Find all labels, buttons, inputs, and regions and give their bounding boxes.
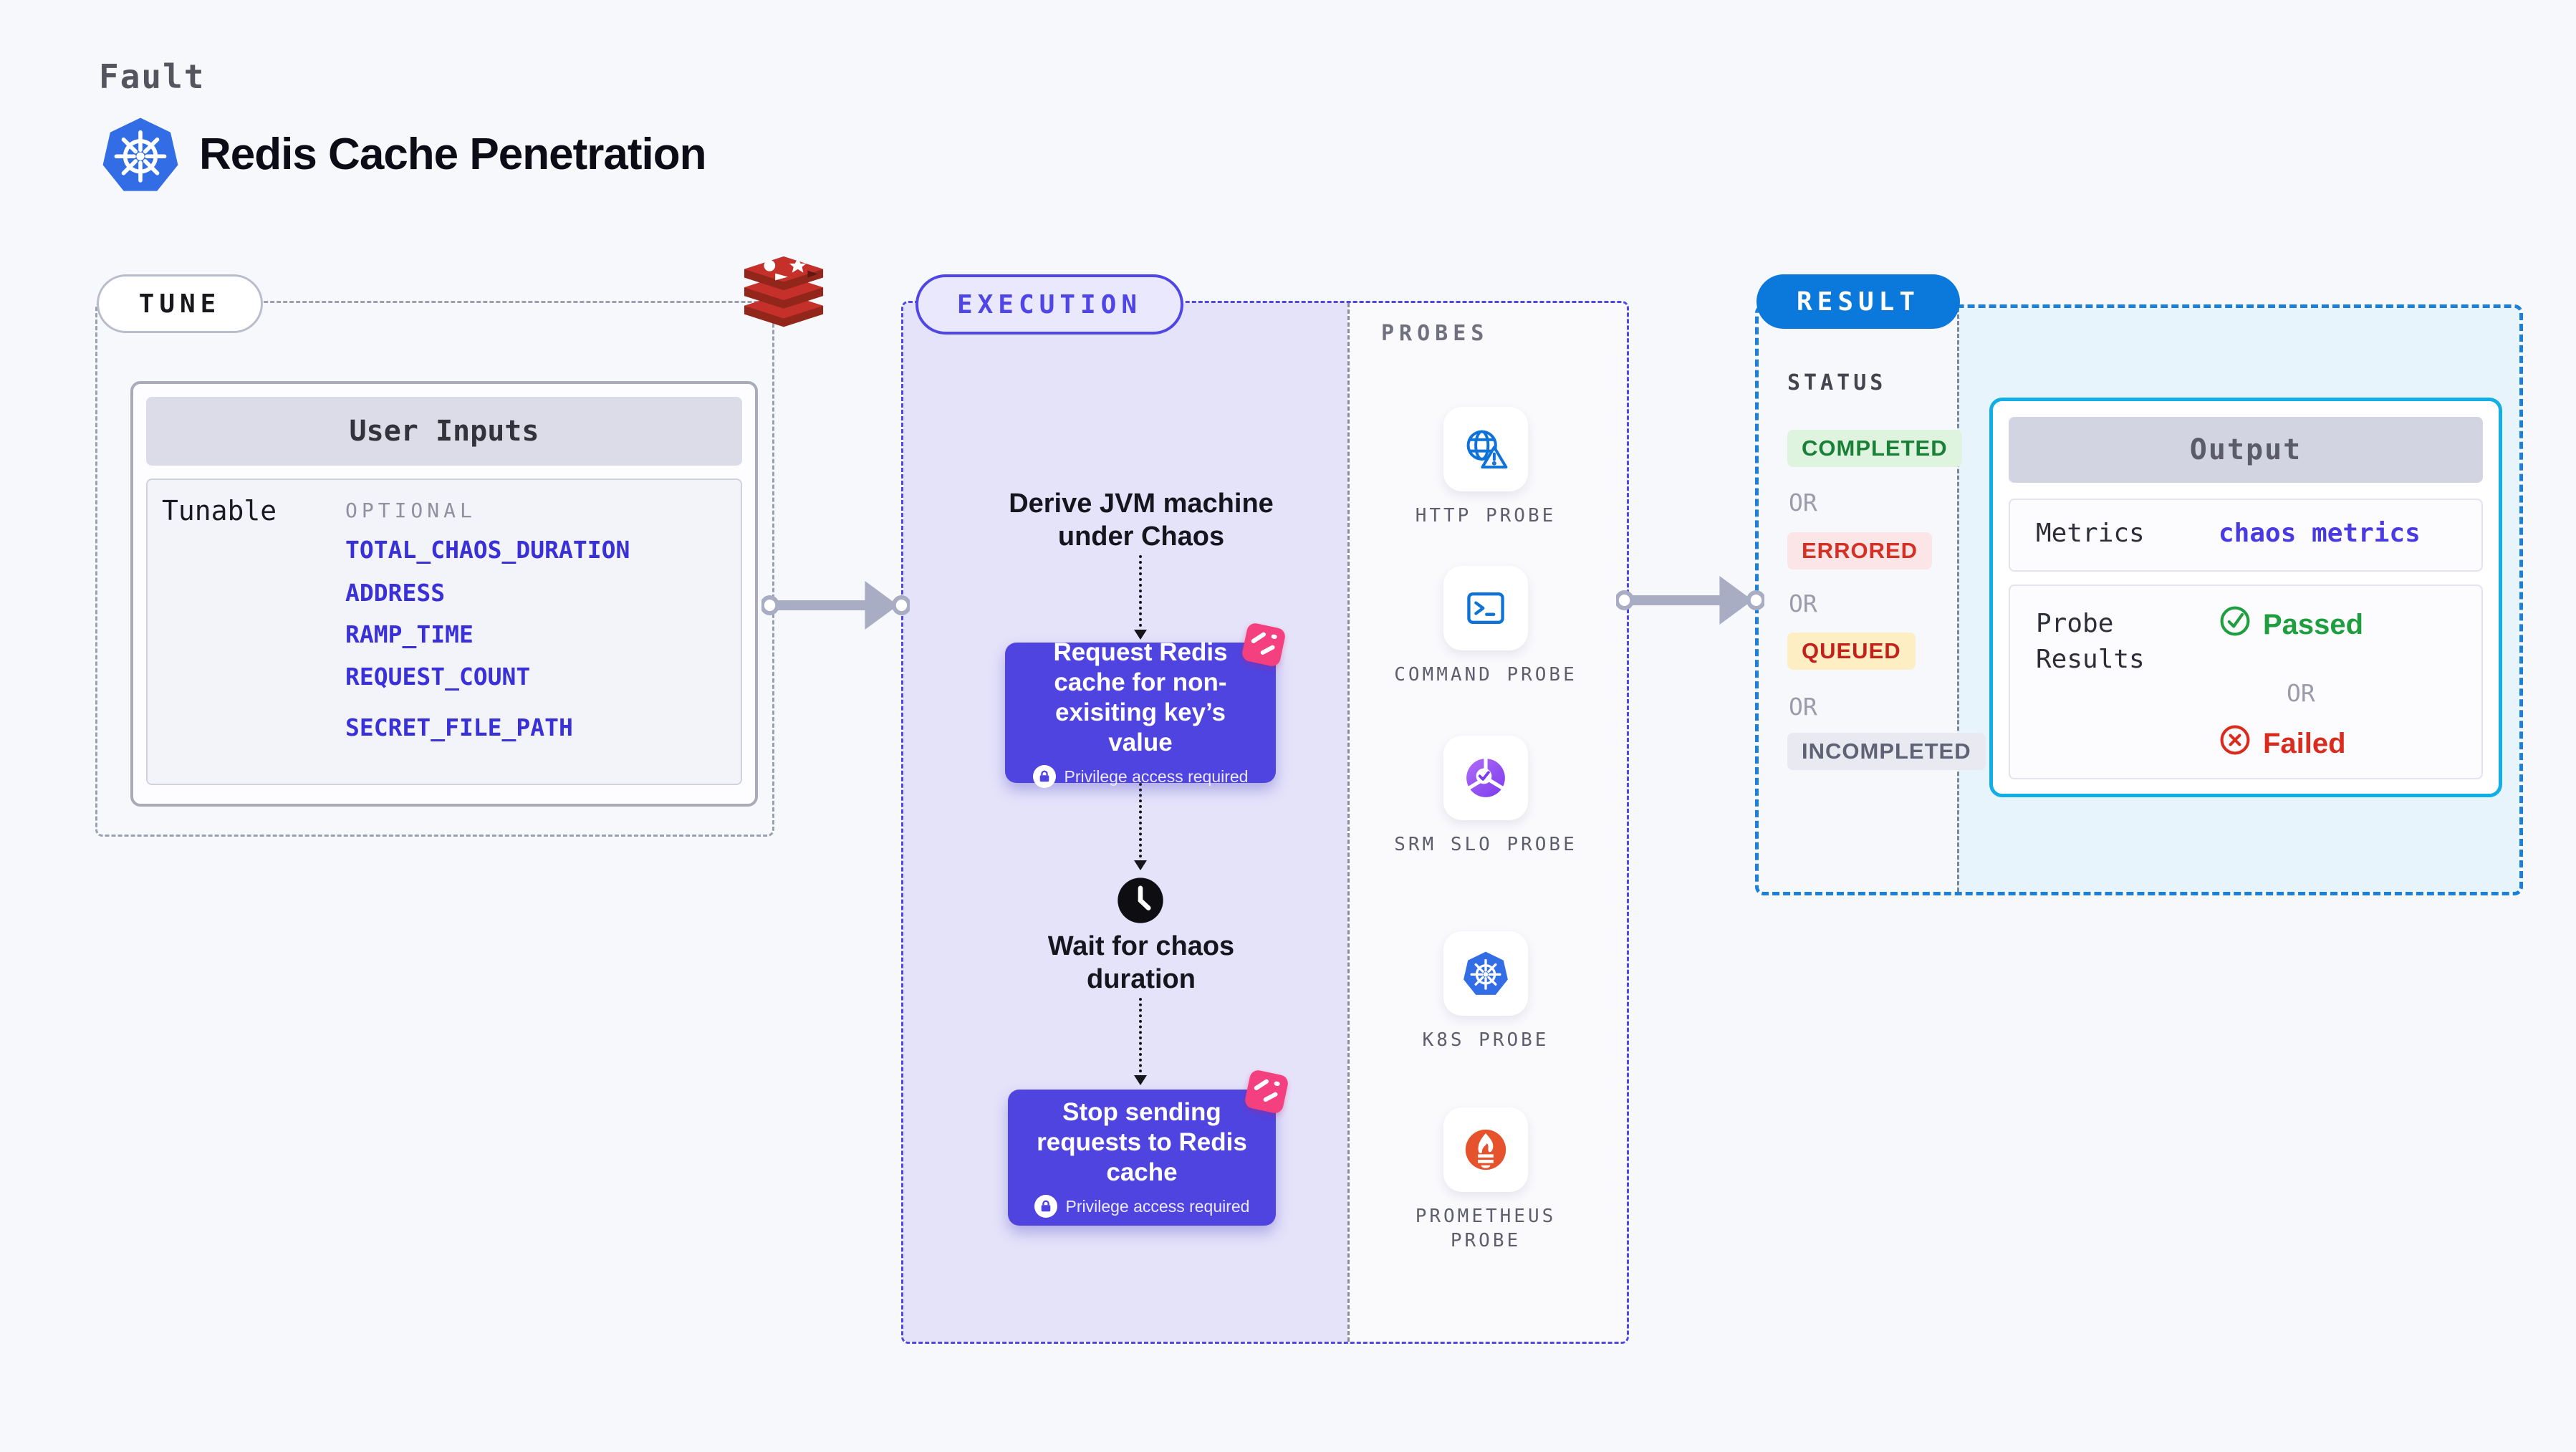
execution-section-box: Derive JVM machine under Chaos Request R… bbox=[901, 301, 1629, 1344]
step-stop-requests-label: Stop sending requests to Redis cache bbox=[1037, 1098, 1247, 1186]
prometheus-icon bbox=[1443, 1107, 1528, 1192]
result-badge: RESULT bbox=[1756, 274, 1960, 329]
chaos-flag-icon bbox=[1240, 621, 1287, 668]
terminal-icon bbox=[1443, 566, 1528, 650]
step-request-redis-label: Request Redis cache for non- exisiting k… bbox=[1053, 638, 1228, 756]
flow-connector-2 bbox=[1134, 783, 1147, 870]
or-separator: OR bbox=[2287, 679, 2315, 707]
step-request-redis-box: Request Redis cache for non- exisiting k… bbox=[1005, 638, 1276, 788]
step-derive-jvm: Derive JVM machine under Chaos bbox=[1009, 489, 1274, 552]
metrics-value-link[interactable]: chaos metrics bbox=[2219, 519, 2421, 548]
input-total-chaos-duration[interactable]: TOTAL_CHAOS_DURATION bbox=[345, 536, 630, 564]
fault-kicker: Fault bbox=[99, 57, 206, 96]
probe-name-prometheus: PROMETHEUS PROBE bbox=[1415, 1206, 1557, 1252]
slo-gauge-icon bbox=[1443, 736, 1528, 820]
status-badge-errored: ERRORED bbox=[1787, 532, 1933, 569]
tunable-label: Tunable bbox=[162, 495, 277, 527]
input-request-count[interactable]: REQUEST_COUNT bbox=[345, 663, 531, 691]
metrics-label: Metrics bbox=[2036, 519, 2145, 548]
or-separator: OR bbox=[1789, 489, 1817, 516]
user-inputs-title: User Inputs bbox=[146, 397, 742, 466]
probe-name-http: HTTP PROBE bbox=[1415, 505, 1557, 527]
passed-label: Passed bbox=[2263, 608, 2364, 640]
globe-alert-icon bbox=[1443, 407, 1528, 491]
privilege-note-row: Privilege access required bbox=[1034, 1195, 1250, 1218]
result-section-box: STATUS COMPLETED OR ERRORED OR QUEUED OR… bbox=[1755, 304, 2523, 895]
step-stop-requests-box: Stop sending requests to Redis cache Pri… bbox=[1008, 1090, 1276, 1226]
probe-results-row: Probe Results Passed OR Failed bbox=[2009, 585, 2483, 779]
chaos-flag-icon bbox=[1243, 1068, 1290, 1115]
status-badge-completed: COMPLETED bbox=[1787, 430, 1962, 467]
privilege-note-text: Privilege access required bbox=[1064, 766, 1249, 786]
x-circle-icon bbox=[2219, 723, 2251, 764]
output-title: Output bbox=[2009, 417, 2483, 483]
flow-connector-3 bbox=[1134, 998, 1147, 1085]
or-separator: OR bbox=[1789, 693, 1817, 721]
tune-to-execution-arrow bbox=[760, 577, 911, 638]
kubernetes-icon bbox=[99, 115, 182, 195]
probe-name-command: COMMAND PROBE bbox=[1394, 664, 1577, 686]
probe-name-k8s: K8S PROBE bbox=[1422, 1029, 1549, 1051]
or-separator: OR bbox=[1789, 590, 1817, 617]
metrics-row: Metrics chaos metrics bbox=[2009, 499, 2483, 572]
optional-column-header: OPTIONAL bbox=[345, 499, 476, 522]
input-secret-file-path[interactable]: SECRET_FILE_PATH bbox=[345, 713, 573, 741]
redis-icon bbox=[734, 256, 834, 341]
status-badge-queued: QUEUED bbox=[1787, 633, 1916, 670]
privilege-note-row: Privilege access required bbox=[1032, 765, 1249, 788]
check-circle-icon bbox=[2219, 605, 2251, 645]
lock-icon bbox=[1034, 1195, 1057, 1218]
step-wait-duration: Wait for chaos duration bbox=[1047, 931, 1235, 994]
probe-name-srm-slo: SRM SLO PROBE bbox=[1394, 834, 1577, 855]
user-inputs-card: User Inputs Tunable OPTIONAL TOTAL_CHAOS… bbox=[130, 381, 758, 807]
probe-results-label: Probe Results bbox=[2036, 609, 2145, 675]
execution-badge: EXECUTION bbox=[915, 274, 1183, 335]
tune-section-box bbox=[95, 301, 774, 837]
probe-passed: Passed bbox=[2219, 605, 2363, 645]
probes-label: PROBES bbox=[1381, 321, 1489, 346]
input-address[interactable]: ADDRESS bbox=[345, 579, 446, 607]
input-ramp-time[interactable]: RAMP_TIME bbox=[345, 620, 474, 648]
execution-to-result-arrow bbox=[1615, 572, 1766, 633]
output-card: Output Metrics chaos metrics Probe Resul… bbox=[1989, 398, 2502, 797]
failed-label: Failed bbox=[2263, 727, 2346, 759]
kubernetes-icon bbox=[1443, 931, 1528, 1016]
flow-connector-1 bbox=[1134, 555, 1147, 640]
user-inputs-body bbox=[146, 479, 742, 785]
lock-icon bbox=[1032, 765, 1056, 788]
page-title: Redis Cache Penetration bbox=[199, 130, 706, 179]
status-badge-incompleted: INCOMPLETED bbox=[1787, 733, 1986, 770]
clock-icon bbox=[1117, 877, 1164, 924]
probe-failed: Failed bbox=[2219, 723, 2346, 764]
tune-badge: TUNE bbox=[97, 274, 263, 333]
status-label: STATUS bbox=[1787, 370, 1887, 395]
privilege-note-text: Privilege access required bbox=[1065, 1196, 1250, 1216]
